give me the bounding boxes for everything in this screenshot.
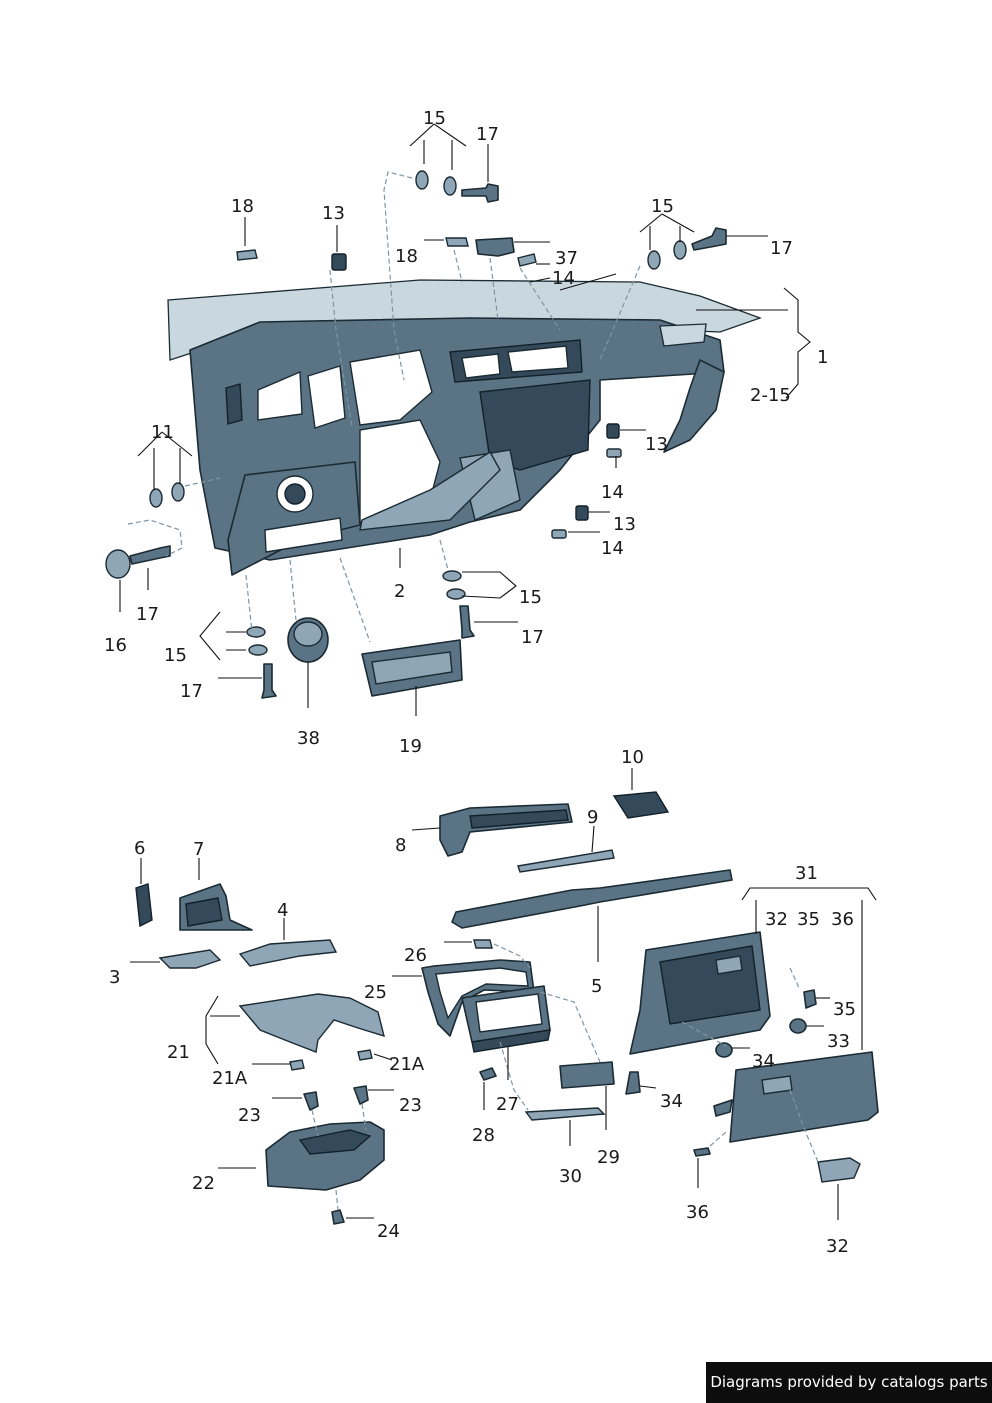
callout-15: 15 [519, 587, 542, 608]
callout-21A: 21A [389, 1054, 425, 1075]
callout-11: 11 [151, 422, 174, 443]
upper-leaders [119, 123, 811, 716]
lower-parts [135, 791, 879, 1225]
callout-1: 1 [817, 347, 828, 368]
credit-banner: Diagrams provided by catalogs parts [706, 1362, 992, 1403]
callout-21A: 21A [212, 1068, 248, 1089]
callout-35: 35 [833, 999, 856, 1020]
callout-32: 32 [826, 1236, 849, 1257]
callout-14: 14 [601, 538, 624, 559]
callout-32: 32 [765, 909, 788, 930]
callout-15: 15 [651, 196, 674, 217]
callout-28: 28 [472, 1125, 495, 1146]
lower-dashed-lines [311, 943, 819, 1211]
callout-26: 26 [404, 945, 427, 966]
callout-14: 14 [552, 268, 575, 289]
callout-35: 35 [797, 909, 820, 930]
callout-36: 36 [686, 1202, 709, 1223]
callout-17: 17 [770, 238, 793, 259]
callout-23: 23 [238, 1105, 261, 1126]
callout-34: 34 [752, 1051, 775, 1072]
callout-34: 34 [660, 1091, 683, 1112]
callout-8: 8 [395, 835, 406, 856]
callout-13: 13 [645, 434, 668, 455]
upper-dashed-lines [127, 171, 641, 643]
callout-24: 24 [377, 1221, 400, 1242]
callout-17: 17 [521, 627, 544, 648]
callout-23: 23 [399, 1095, 422, 1116]
callout-25: 25 [364, 982, 387, 1003]
callout-13: 13 [322, 203, 345, 224]
callout-7: 7 [193, 839, 204, 860]
callout-13: 13 [613, 514, 636, 535]
callout-15: 15 [423, 108, 446, 129]
callout-21: 21 [167, 1042, 190, 1063]
callout-36: 36 [831, 909, 854, 930]
callout-18: 18 [231, 196, 254, 217]
callout-2-15: 2-15 [750, 385, 791, 406]
callout-29: 29 [597, 1147, 620, 1168]
upper-hardware [105, 170, 727, 699]
callout-37: 37 [555, 248, 578, 269]
dashboard-assembly [167, 279, 762, 576]
callout-19: 19 [399, 736, 422, 757]
callout-27: 27 [496, 1094, 519, 1115]
callout-38: 38 [297, 728, 320, 749]
callout-17: 17 [136, 604, 159, 625]
callout-9: 9 [587, 807, 598, 828]
callout-14: 14 [601, 482, 624, 503]
callout-18: 18 [395, 246, 418, 267]
callout-30: 30 [559, 1166, 582, 1187]
callout-31: 31 [795, 863, 818, 884]
callout-5: 5 [591, 976, 602, 997]
callout-16: 16 [104, 635, 127, 656]
callout-17: 17 [476, 124, 499, 145]
callout-3: 3 [109, 967, 120, 988]
callout-2: 2 [394, 581, 405, 602]
callout-6: 6 [134, 838, 145, 859]
callout-33: 33 [827, 1031, 850, 1052]
callout-10: 10 [621, 747, 644, 768]
callout-15: 15 [164, 645, 187, 666]
callout-4: 4 [277, 900, 288, 921]
callout-17: 17 [180, 681, 203, 702]
callouts: 15 17 18 13 18 37 14 15 17 1 2-15 13 11 … [104, 108, 856, 1257]
lower-leaders [130, 768, 877, 1220]
callout-22: 22 [192, 1173, 215, 1194]
